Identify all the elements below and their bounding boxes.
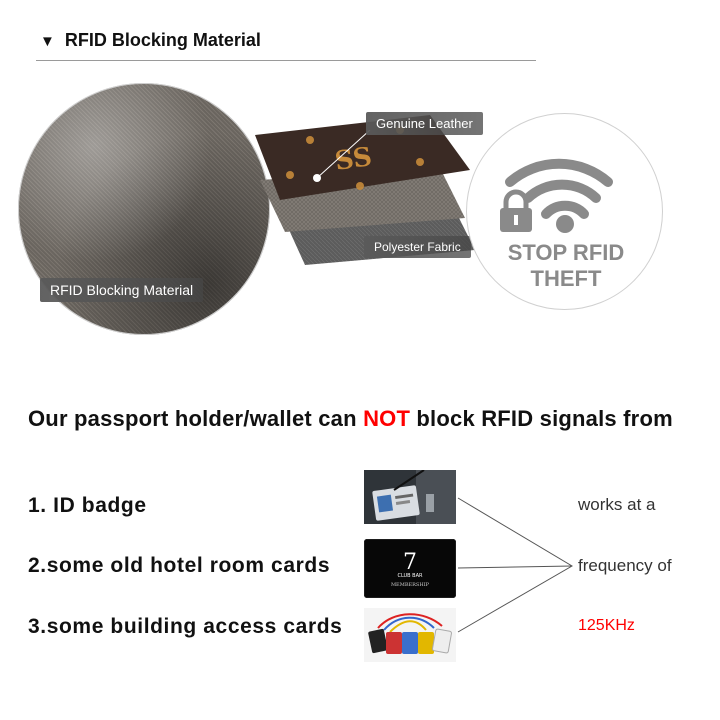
down-triangle-icon: ▼ [40, 33, 55, 50]
hotel-card-number: 7 [403, 550, 417, 575]
message-highlight: NOT [363, 406, 411, 431]
section-title: ▼ RFID Blocking Material [40, 30, 261, 51]
hotel-card-sub: MEMBERSHIP [391, 582, 430, 588]
list-item: 3.some building access cards [28, 615, 343, 638]
frequency-note-line1: works at a [578, 495, 656, 514]
disclaimer-message: Our passport holder/wallet can NOT block… [28, 406, 673, 432]
title-divider [36, 60, 536, 61]
access-cards-image [364, 608, 456, 662]
polyester-label: Polyester Fabric [364, 236, 471, 258]
fabric-label: RFID Blocking Material [40, 278, 204, 302]
hotel-card-brand: CLUB BAR [397, 573, 423, 579]
svg-text:SS: SS [333, 142, 374, 177]
lock-wifi-icon [500, 158, 613, 233]
stop-text-line1: STOP RFID [507, 240, 625, 265]
frequency-note-line2: frequency of [578, 556, 672, 575]
list-item: 1. ID badge [28, 494, 147, 517]
leather-label: Genuine Leather [366, 112, 483, 135]
id-badge-image [364, 470, 456, 524]
message-part2: block RFID signals from [410, 406, 673, 431]
message-part1: Our passport holder/wallet can [28, 406, 364, 431]
stop-text-line2: THEFT [530, 266, 602, 291]
list-item: 2.some old hotel room cards [28, 554, 331, 577]
stop-rfid-badge [466, 113, 663, 310]
material-layers-illustration: SS [255, 115, 475, 265]
hotel-card-image: 7 CLUB BAR MEMBERSHIP [364, 539, 456, 598]
frequency-value: 125KHz [578, 617, 635, 634]
section-title-text: RFID Blocking Material [64, 30, 261, 50]
stop-rfid-text: STOP RFID THEFT [466, 240, 666, 292]
